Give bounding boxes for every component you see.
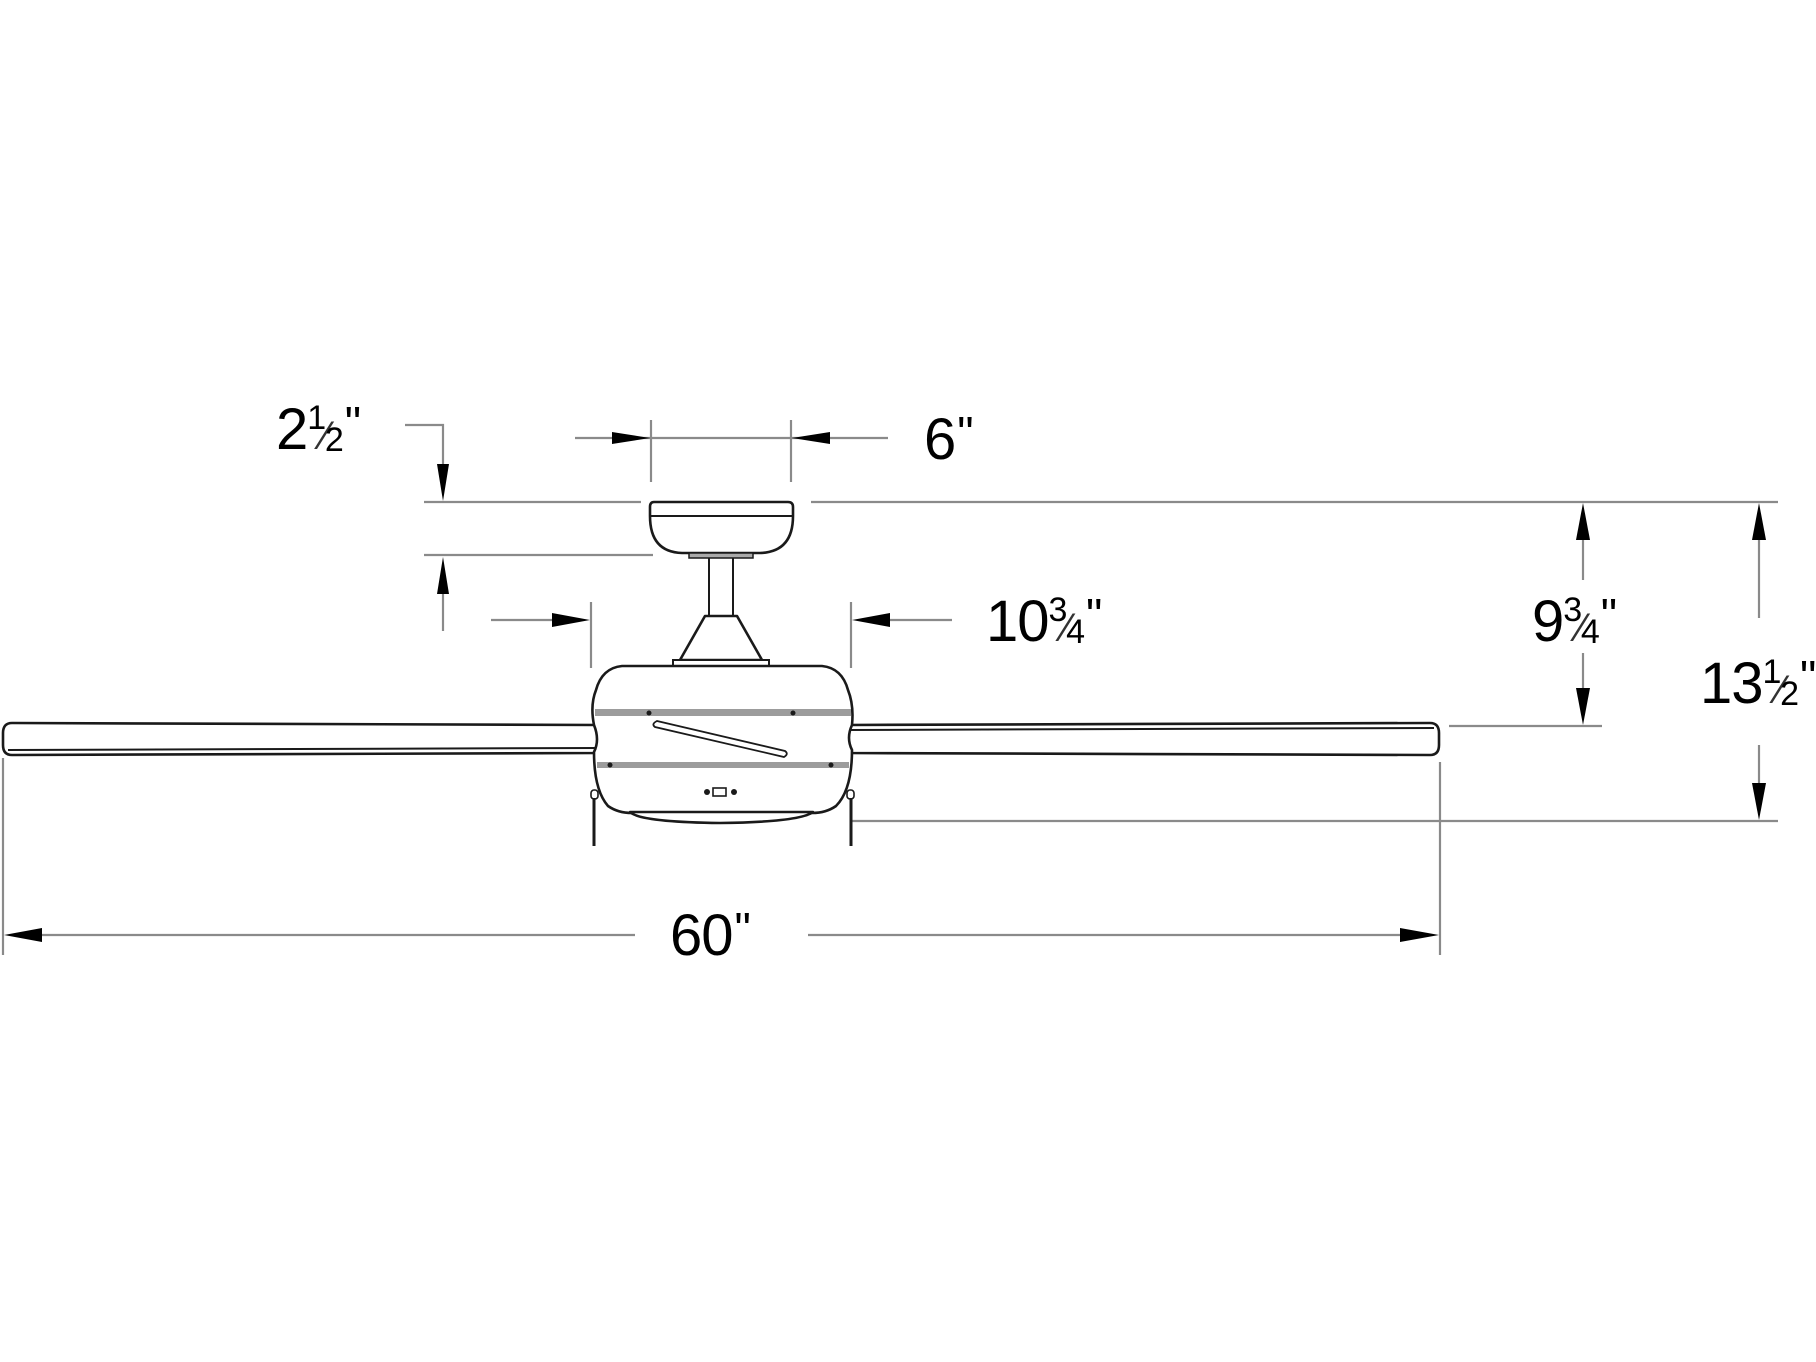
label-unit: "	[1600, 589, 1617, 641]
label-unit: "	[957, 407, 973, 459]
label-unit: "	[344, 397, 361, 449]
fraction-denominator: 2	[324, 421, 344, 459]
right-blade	[843, 721, 1441, 757]
fraction-numerator: 3	[1048, 591, 1068, 629]
label-fraction: 3⁄4	[1048, 591, 1086, 651]
arrow-left-icon	[4, 928, 42, 942]
housing-legs	[590, 789, 855, 846]
label-whole: 9	[1532, 589, 1564, 654]
motor-width-dimension	[491, 602, 952, 668]
ceiling-fan	[1, 500, 1441, 846]
fraction-numerator: 1	[307, 399, 326, 437]
label-whole: 60	[670, 903, 734, 968]
label-unit: "	[1086, 589, 1102, 641]
blade-span-dimension	[1, 758, 1442, 955]
motor-coupler	[672, 614, 770, 668]
blade-span-label: 60"	[670, 903, 751, 968]
ceiling-to-blade-dimension	[1449, 503, 1602, 728]
fraction-denominator: 4	[1066, 613, 1085, 651]
ceiling-to-blade-label: 93⁄4"	[1532, 589, 1617, 654]
fraction-numerator: 1	[1762, 653, 1782, 691]
arrow-up-icon	[1752, 503, 1766, 540]
arrow-left-icon	[852, 613, 890, 627]
arrow-up-icon	[437, 557, 449, 594]
label-fraction: 3⁄4	[1563, 591, 1600, 651]
canopy-height-dimension	[405, 423, 653, 631]
arrow-right-icon	[1400, 928, 1439, 942]
arrow-left-icon	[792, 432, 830, 444]
downrod	[708, 558, 734, 616]
left-blade	[1, 721, 602, 757]
label-fraction: 1⁄2	[307, 399, 344, 459]
canopy-height-label: 21⁄2"	[276, 397, 361, 462]
overall-height-label: 131⁄2"	[1700, 651, 1816, 716]
label-whole: 2	[276, 397, 308, 462]
label-unit: "	[734, 903, 751, 955]
arrow-down-icon	[1752, 783, 1766, 820]
fraction-denominator: 2	[1780, 675, 1799, 713]
light-kit	[628, 810, 815, 825]
fraction-numerator: 3	[1563, 591, 1582, 629]
arrow-right-icon	[552, 613, 590, 627]
label-unit: "	[1800, 651, 1816, 703]
label-whole: 13	[1700, 651, 1764, 716]
canopy-width-label: 6"	[924, 407, 974, 472]
motor-width-label: 103⁄4"	[986, 589, 1102, 654]
control-indicator-icon	[704, 787, 737, 797]
overall-height-dimension	[852, 503, 1778, 823]
label-whole: 6	[924, 407, 956, 472]
arrow-down-icon	[1576, 688, 1590, 725]
canopy	[648, 500, 795, 559]
fraction-denominator: 4	[1580, 613, 1600, 651]
arrow-down-icon	[437, 464, 449, 501]
arrow-up-icon	[1576, 503, 1590, 540]
arrow-right-icon	[612, 432, 650, 444]
canopy-width-dimension	[575, 420, 888, 482]
label-whole: 10	[986, 589, 1050, 654]
label-fraction: 1⁄2	[1762, 653, 1800, 713]
motor-housing	[591, 664, 854, 815]
